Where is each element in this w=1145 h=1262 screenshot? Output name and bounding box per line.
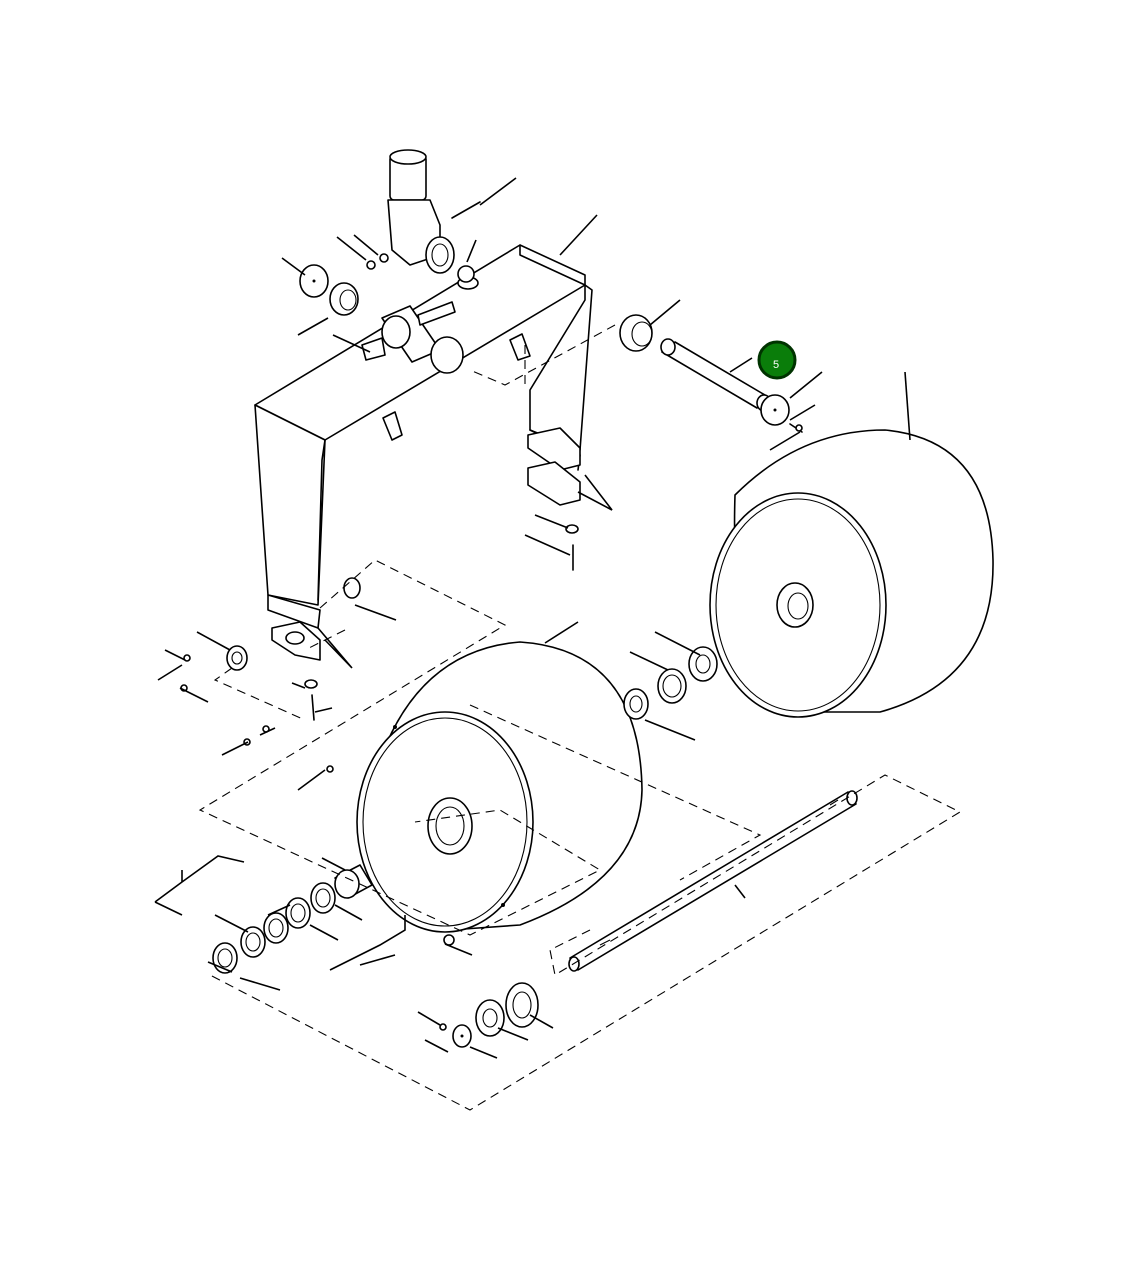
steering-motor-assembly bbox=[387, 149, 479, 290]
callout-5-label: 5 bbox=[773, 359, 779, 371]
callout-5[interactable]: 5 bbox=[757, 340, 797, 380]
roller-frame bbox=[254, 244, 593, 661]
pivot-pin bbox=[660, 338, 772, 412]
bearing-set-right bbox=[623, 646, 718, 720]
pin-cap-washer bbox=[760, 394, 803, 433]
pin-bushing bbox=[619, 314, 653, 352]
callout-leader-lines bbox=[154, 177, 911, 1059]
assembly-dashed-lines bbox=[198, 324, 962, 1111]
pivot-tubes bbox=[299, 264, 464, 374]
callout-5-bubble[interactable] bbox=[757, 340, 797, 380]
bearing-set-left bbox=[212, 864, 373, 974]
hub-flange-set bbox=[452, 982, 539, 1048]
right-roller-drum bbox=[709, 429, 994, 718]
left-roller-drum bbox=[356, 641, 643, 933]
